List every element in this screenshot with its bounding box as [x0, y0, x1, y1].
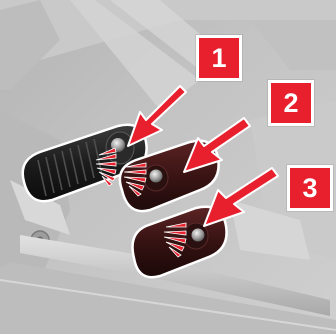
step-badge-3: 3 [287, 165, 333, 211]
step-number-1: 1 [211, 45, 226, 72]
step-badge-1: 1 [196, 35, 242, 81]
step-badge-2: 2 [268, 80, 314, 126]
feed-roller-hub [150, 170, 163, 183]
separator-roller-hub [192, 229, 205, 242]
step-number-3: 3 [302, 175, 317, 202]
step-number-2: 2 [283, 90, 298, 117]
